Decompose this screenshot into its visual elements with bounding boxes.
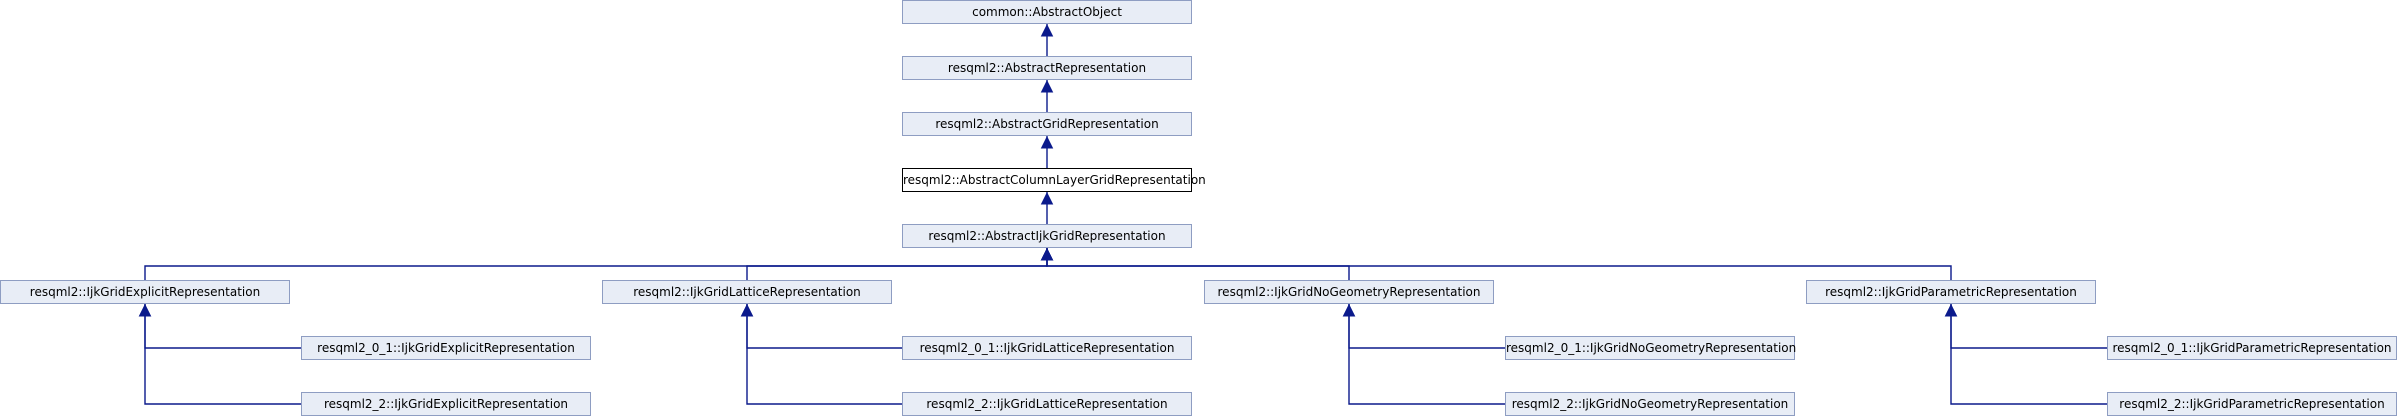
edge-resqml2-0-1-no-geometry-to-parent [1342, 304, 1505, 349]
node-abstract-representation[interactable]: resqml2::AbstractRepresentation [902, 56, 1192, 80]
edge-ijk-grid-no-geometry-to-abstract-ijk [1040, 248, 1350, 280]
edge-resqml2-0-1-parametric-to-parent [1944, 304, 2107, 349]
node-resqml2-0-1-ijk-grid-explicit-representation[interactable]: resqml2_0_1::IjkGridExplicitRepresentati… [301, 336, 591, 360]
node-resqml2-2-ijk-grid-explicit-representation[interactable]: resqml2_2::IjkGridExplicitRepresentation [301, 392, 591, 416]
node-abstract-column-layer-grid-representation: resqml2::AbstractColumnLayerGridRepresen… [902, 168, 1206, 192]
node-ijk-grid-explicit-representation[interactable]: resqml2::IjkGridExplicitRepresentation [0, 280, 290, 304]
edge-resqml2-2-lattice-to-parent [740, 304, 902, 405]
node-resqml2-0-1-ijk-grid-parametric-representation[interactable]: resqml2_0_1::IjkGridParametricRepresenta… [2107, 336, 2397, 360]
edge-resqml2-2-parametric-to-parent [1944, 304, 2107, 405]
node-ijk-grid-parametric-representation[interactable]: resqml2::IjkGridParametricRepresentation [1806, 280, 2096, 304]
node-ijk-grid-no-geometry-representation[interactable]: resqml2::IjkGridNoGeometryRepresentation [1204, 280, 1494, 304]
node-ijk-grid-lattice-representation[interactable]: resqml2::IjkGridLatticeRepresentation [602, 280, 892, 304]
edge-resqml2-2-no-geometry-to-parent [1342, 304, 1505, 405]
edge-ijk-grid-explicit-to-abstract-ijk [144, 248, 1054, 280]
edge-resqml2-0-1-explicit-to-parent [138, 304, 301, 349]
node-resqml2-0-1-ijk-grid-lattice-representation[interactable]: resqml2_0_1::IjkGridLatticeRepresentatio… [902, 336, 1192, 360]
node-abstract-grid-representation[interactable]: resqml2::AbstractGridRepresentation [902, 112, 1192, 136]
node-resqml2-2-ijk-grid-no-geometry-representation[interactable]: resqml2_2::IjkGridNoGeometryRepresentati… [1505, 392, 1795, 416]
edge-ijk-grid-lattice-to-abstract-ijk [746, 248, 1054, 280]
node-resqml2-2-ijk-grid-parametric-representation[interactable]: resqml2_2::IjkGridParametricRepresentati… [2107, 392, 2397, 416]
node-abstract-ijk-grid-representation[interactable]: resqml2::AbstractIjkGridRepresentation [902, 224, 1192, 248]
node-resqml2-2-ijk-grid-lattice-representation[interactable]: resqml2_2::IjkGridLatticeRepresentation [902, 392, 1192, 416]
edge-resqml2-0-1-lattice-to-parent [740, 304, 902, 349]
edge-ijk-grid-parametric-to-abstract-ijk [1040, 248, 1952, 280]
node-common-abstract-object[interactable]: common::AbstractObject [902, 0, 1192, 24]
edge-resqml2-2-explicit-to-parent [138, 304, 301, 405]
node-resqml2-0-1-ijk-grid-no-geometry-representation[interactable]: resqml2_0_1::IjkGridNoGeometryRepresenta… [1505, 336, 1796, 360]
